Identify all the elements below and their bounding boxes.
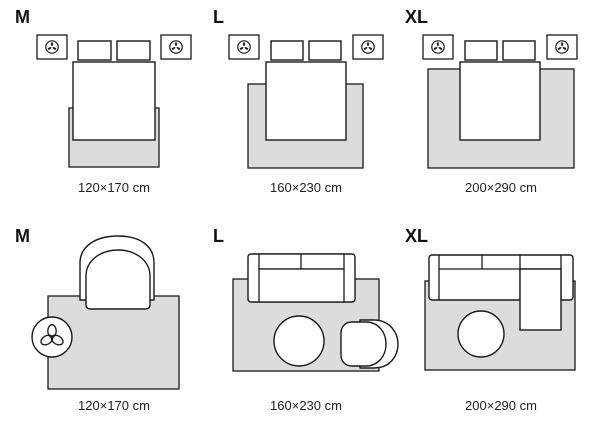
living-xl-panel: XL 200×290 cm — [405, 226, 576, 413]
dimension-label: 200×290 cm — [465, 180, 537, 195]
size-label: L — [213, 7, 224, 27]
bed — [459, 40, 541, 141]
pillow — [77, 40, 112, 61]
size-label: M — [15, 7, 30, 27]
pillow — [116, 40, 151, 61]
nightstand — [160, 34, 192, 60]
plant-icon — [40, 324, 64, 346]
nightstand — [546, 34, 578, 60]
living-m-panel: M 120×170 cm — [15, 226, 180, 413]
pillow — [270, 40, 304, 61]
pillow — [308, 40, 342, 61]
bed — [72, 40, 156, 141]
bedroom-xl-panel: XL 200×290 cm — [405, 7, 578, 195]
size-label: XL — [405, 226, 428, 246]
sofa-seat — [258, 268, 345, 303]
dimension-label: 160×230 cm — [270, 180, 342, 195]
seat — [85, 249, 151, 310]
nightstand — [422, 34, 454, 60]
nightstand — [36, 34, 68, 60]
plant — [31, 316, 73, 358]
coffee-table — [457, 310, 505, 358]
sofa — [247, 253, 356, 303]
dimension-label: 160×230 cm — [270, 398, 342, 413]
size-label: L — [213, 226, 224, 246]
armchair — [79, 235, 155, 310]
bed — [265, 40, 347, 141]
dimension-label: 120×170 cm — [78, 398, 150, 413]
dimension-label: 120×170 cm — [78, 180, 150, 195]
pillow — [502, 40, 536, 61]
chaise-lounge — [519, 268, 562, 331]
dimension-label: 200×290 cm — [465, 398, 537, 413]
coffee-table — [273, 315, 325, 367]
corner-sofa — [428, 254, 574, 331]
bedroom-m-panel: M 120×170 cm — [15, 7, 192, 195]
nightstand — [228, 34, 260, 60]
living-l-panel: L 160×230 cm — [213, 226, 399, 413]
size-label: M — [15, 226, 30, 246]
seat — [340, 321, 387, 367]
bedroom-l-panel: L 160×230 cm — [213, 7, 384, 195]
size-label: XL — [405, 7, 428, 27]
nightstand — [352, 34, 384, 60]
armchair — [340, 319, 399, 369]
pillow — [464, 40, 498, 61]
